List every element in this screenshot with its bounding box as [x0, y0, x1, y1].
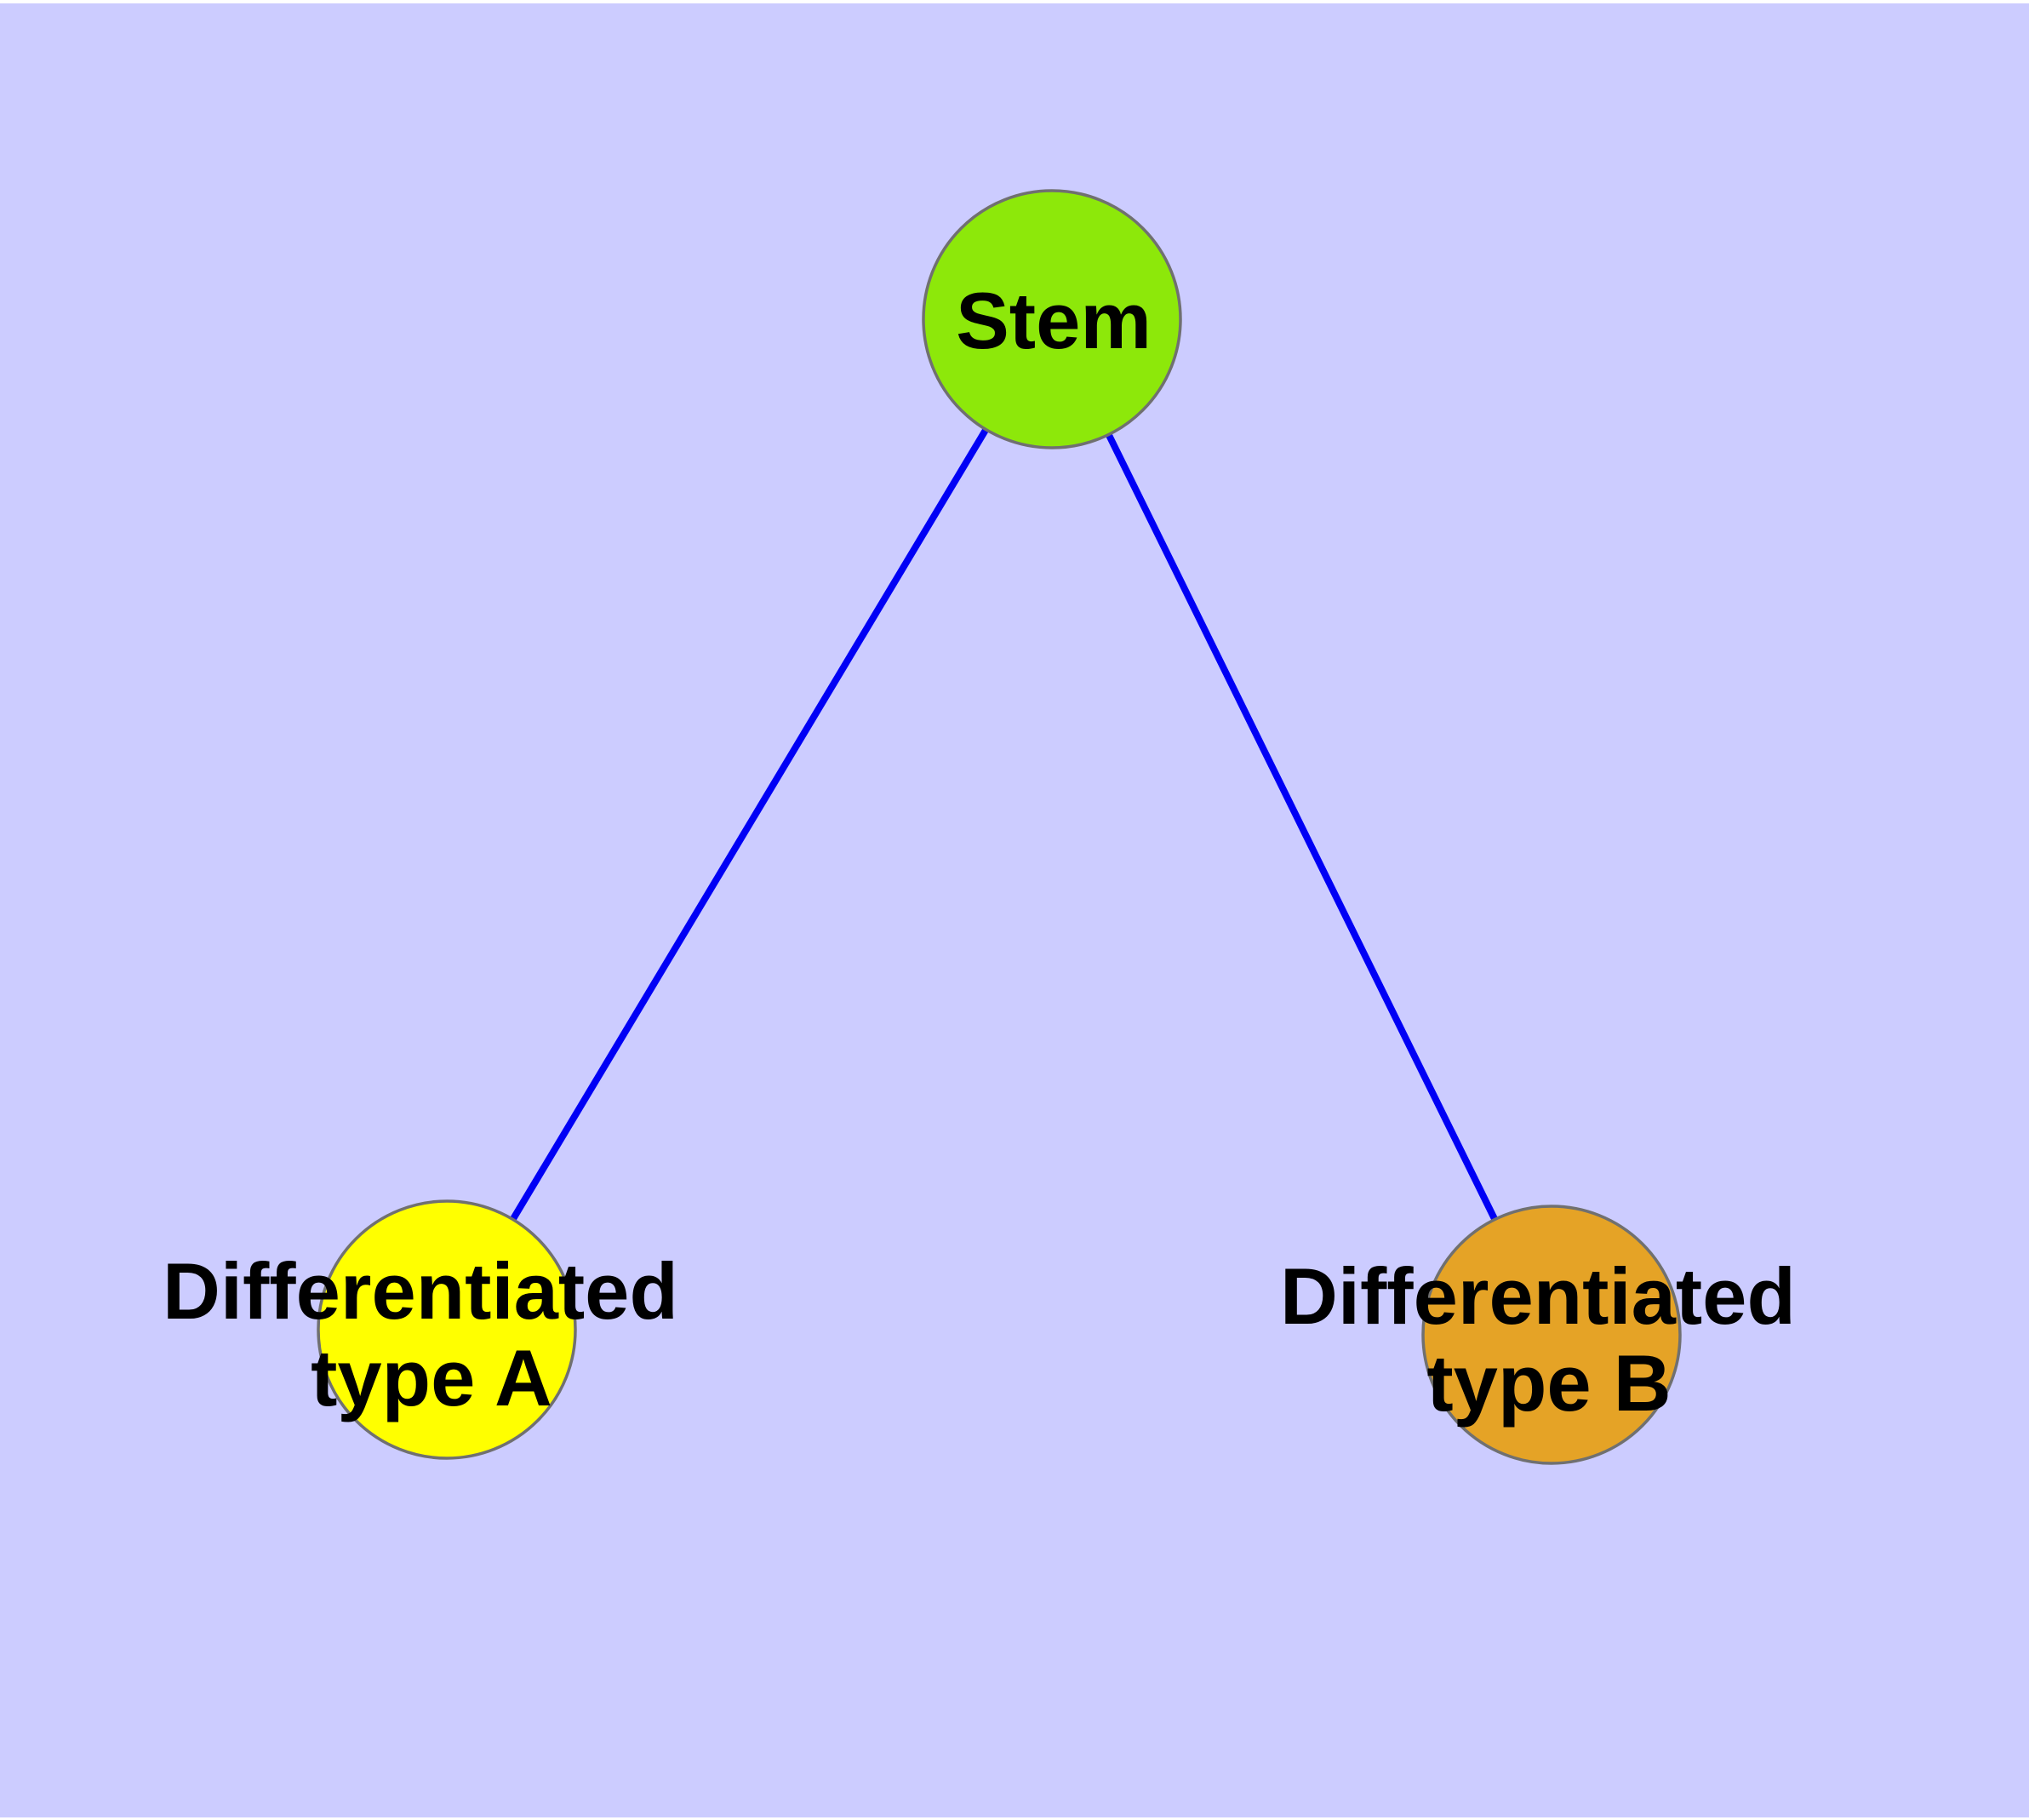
node-type-b-circle [1421, 1205, 1682, 1465]
node-type-a-label: Differentiated type A [163, 1246, 700, 1422]
node-type-a: Differentiated type A [163, 1199, 700, 1460]
node-stem: Stem [922, 189, 1182, 449]
node-type-a-label-line1: Differentiated [163, 1246, 678, 1336]
node-stem-circle [922, 189, 1182, 449]
node-type-a-circle [317, 1199, 577, 1460]
node-type-b-label-line2: type B [1426, 1338, 1671, 1428]
edge-stem-to-type-a [443, 317, 1055, 1332]
node-type-b: Differentiated type B [1280, 1205, 1818, 1465]
node-stem-label: Stem [956, 276, 1152, 365]
node-type-b-label-line1: Differentiated [1280, 1251, 1796, 1341]
node-type-a-label-line2: type A [311, 1333, 552, 1422]
node-type-b-label: Differentiated type B [1280, 1251, 1818, 1428]
edge-stem-to-type-b [1049, 318, 1555, 1336]
